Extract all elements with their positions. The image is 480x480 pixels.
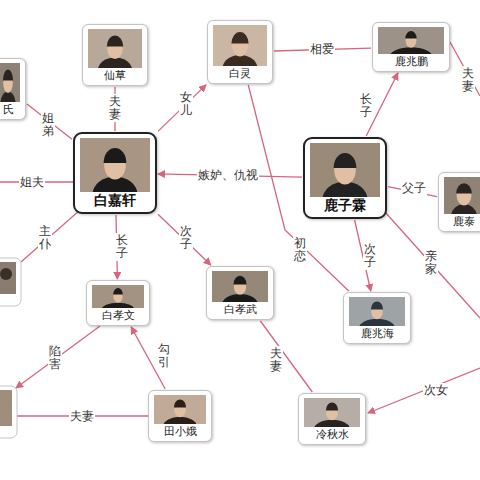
relation-line <box>450 42 480 96</box>
portrait-photo <box>154 395 206 424</box>
portrait-photo <box>349 297 405 326</box>
character-card: 田小娥 <box>148 390 212 442</box>
character-card: 冷秋水 <box>298 393 366 445</box>
relation-arrow <box>158 214 211 265</box>
character-name: 氏 <box>0 103 25 116</box>
relation-arrow <box>16 326 100 388</box>
character-card: 白灵 <box>207 20 273 84</box>
portrait-photo <box>212 271 268 302</box>
character-name: 鹿子霖 <box>305 197 385 213</box>
relation-label: 嫉妒、仇视 <box>197 168 259 183</box>
character-name: 白嘉轩 <box>75 192 155 208</box>
portrait-photo <box>92 285 144 308</box>
relation-label: 亲家 <box>424 249 438 277</box>
relation-label: 姐夫 <box>19 175 45 190</box>
relation-label: 夫妻 <box>108 94 122 122</box>
character-name: 鹿兆海 <box>344 327 410 340</box>
relation-label: 次子 <box>179 224 193 252</box>
character-card: 白孝文 <box>86 280 150 326</box>
relation-label: 主仆 <box>38 224 52 252</box>
relation-line <box>27 104 72 139</box>
relation-label: 姐弟 <box>41 111 55 139</box>
relation-label: 次女 <box>423 383 449 398</box>
relation-label: 夫妻 <box>269 346 283 374</box>
character-name: 白孝文 <box>87 309 149 322</box>
relation-label: 长子 <box>359 92 373 120</box>
character-card: 白孝武 <box>206 266 274 320</box>
relation-label: 女儿 <box>179 90 193 118</box>
relation-arrow <box>158 85 206 131</box>
character-card: 鹿泰 <box>438 172 480 232</box>
character-name: 鹿兆鹏 <box>373 55 449 68</box>
portrait-photo <box>0 63 20 102</box>
character-name: 白灵 <box>208 67 272 80</box>
relation-label: 次子 <box>363 242 377 270</box>
relation-label: 相爱 <box>309 42 335 57</box>
character-name: 田小娥 <box>149 425 211 438</box>
character-name: 仙草 <box>83 69 147 82</box>
relation-label: 父子 <box>401 181 427 196</box>
character-card: 鹿兆海 <box>343 292 411 344</box>
relation-line <box>21 210 80 262</box>
relation-label: 陷害 <box>48 344 62 372</box>
relation-label: 长子 <box>115 233 129 261</box>
portrait-photo <box>304 398 360 427</box>
character-card: 氏 <box>0 58 26 120</box>
portrait-photo <box>88 29 142 68</box>
main-character-card: 白嘉轩 <box>73 132 157 214</box>
portrait-photo <box>444 177 480 214</box>
relation-label: 夫妻 <box>69 409 95 424</box>
character-card: 仙草 <box>82 24 148 86</box>
main-character-card: 鹿子霖 <box>303 137 387 219</box>
relation-label: 初恋 <box>293 236 307 264</box>
character-name: 白孝武 <box>207 303 273 316</box>
portrait-photo <box>310 143 380 197</box>
portrait-photo <box>80 138 150 192</box>
partial-card <box>0 258 21 306</box>
portrait-photo <box>213 25 267 66</box>
relation-label: 夫妻 <box>461 66 475 94</box>
relation-arrow <box>368 368 480 413</box>
character-name: 冷秋水 <box>299 428 365 441</box>
partial-card <box>0 386 17 438</box>
character-name: 鹿泰 <box>439 215 480 228</box>
portrait-photo <box>378 27 444 54</box>
relation-label: 勾引 <box>157 342 171 370</box>
character-card: 鹿兆鹏 <box>372 22 450 72</box>
relation-line <box>260 321 312 392</box>
